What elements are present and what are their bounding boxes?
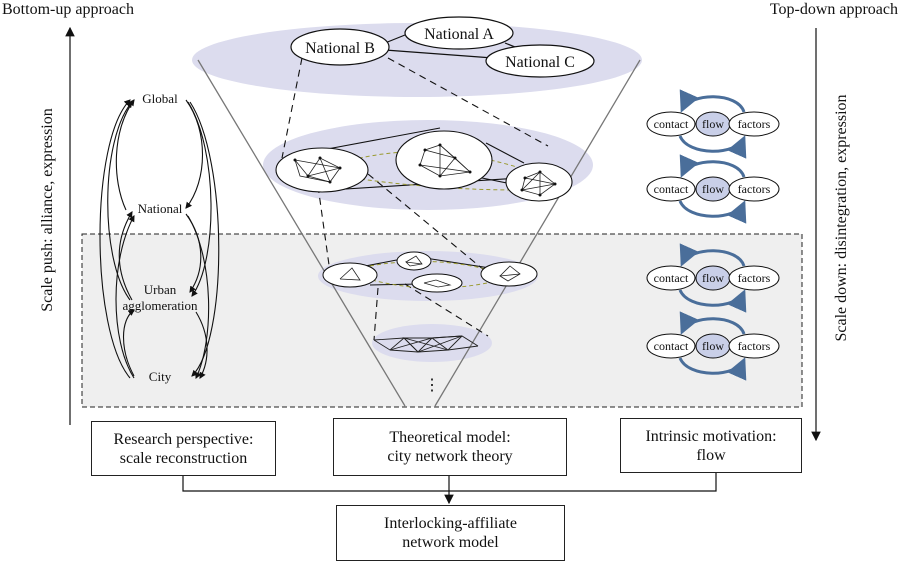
motivation-row: contact flow factors <box>646 154 780 224</box>
factors-node <box>728 176 780 202</box>
funnel-right-edge <box>434 59 641 407</box>
left-axis-label: Scale push: alliance, expression <box>39 108 56 312</box>
city-layer-ellipse <box>372 324 492 362</box>
label-national-a: National A <box>424 26 494 43</box>
perspective-line-1: Research perspective: <box>113 430 254 448</box>
contact-label: contact <box>654 182 689 196</box>
cycle-arrow-bottom <box>678 135 747 159</box>
flow-label: flow <box>702 182 724 196</box>
theory-line-2: city network theory <box>387 448 513 465</box>
funnel-left-edge <box>197 59 406 407</box>
motivation-row: contact flow factors <box>646 89 780 159</box>
node-national-b <box>290 28 390 66</box>
scale-urban: Urban <box>144 282 177 297</box>
contact-node <box>646 176 696 202</box>
cycle-arrow-top <box>679 89 746 113</box>
contact-node <box>646 111 696 137</box>
scale-city: City <box>149 369 172 384</box>
national-network: National B National A National C <box>290 16 595 78</box>
motivation-line-1: Intrinsic motivation: <box>645 427 777 445</box>
scale-national: National <box>138 201 183 216</box>
perspective-line-2: scale reconstruction <box>119 449 248 467</box>
cycle-arrow-bottom <box>678 357 747 381</box>
factors-node <box>728 265 780 291</box>
flow-label: flow <box>702 117 724 131</box>
scale-agglomeration: agglomeration <box>122 298 198 313</box>
scale-global: Global <box>142 91 178 106</box>
urban-network <box>322 251 538 293</box>
model-line-1: Interlocking-affiliate <box>384 515 517 532</box>
factors-label: factors <box>738 182 771 196</box>
label-national-c: National C <box>505 54 575 71</box>
scale-push-arrows <box>99 99 220 379</box>
node-national-c <box>485 44 595 78</box>
factors-node <box>728 333 780 359</box>
right-axis-label: Scale down: disintegration, expression <box>833 94 850 341</box>
top-down-header: Top-down approach <box>770 1 898 18</box>
model-line-2: network model <box>402 534 499 551</box>
contact-node <box>646 333 696 359</box>
label-national-b: National B <box>305 40 375 57</box>
motivation-row: contact flow factors <box>646 311 780 381</box>
factors-label: factors <box>738 271 771 285</box>
regional-network <box>275 127 573 202</box>
cycle-arrow-top <box>679 311 746 335</box>
factors-label: factors <box>738 339 771 353</box>
flow-label: flow <box>702 271 724 285</box>
motivation-row: contact flow factors <box>646 243 780 313</box>
city-network <box>373 335 479 353</box>
motivation-line-2: flow <box>696 446 726 464</box>
contact-label: contact <box>654 271 689 285</box>
contact-node <box>646 265 696 291</box>
contact-label: contact <box>654 117 689 131</box>
node-national-a <box>404 16 514 50</box>
cycle-arrow-bottom <box>678 289 747 313</box>
factors-label: factors <box>738 117 771 131</box>
theory-line-1: Theoretical model: <box>389 429 511 446</box>
research-perspective-box: Research perspective: scale reconstructi… <box>91 421 276 476</box>
ellipsis-mark: ⋮ <box>424 377 440 394</box>
factors-node <box>728 111 780 137</box>
cycle-arrow-bottom <box>678 200 747 224</box>
contact-label: contact <box>654 339 689 353</box>
cycle-arrow-top <box>679 154 746 178</box>
bottom-up-header: Bottom-up approach <box>2 1 134 18</box>
zoom-lines <box>281 57 549 341</box>
intrinsic-motivation-box: Intrinsic motivation: flow <box>620 418 802 473</box>
flow-label: flow <box>702 339 724 353</box>
network-model-box: Interlocking-affiliate network model <box>336 505 565 561</box>
theoretical-model-box: Theoretical model: city network theory <box>333 418 567 476</box>
cycle-arrow-top <box>679 243 746 267</box>
